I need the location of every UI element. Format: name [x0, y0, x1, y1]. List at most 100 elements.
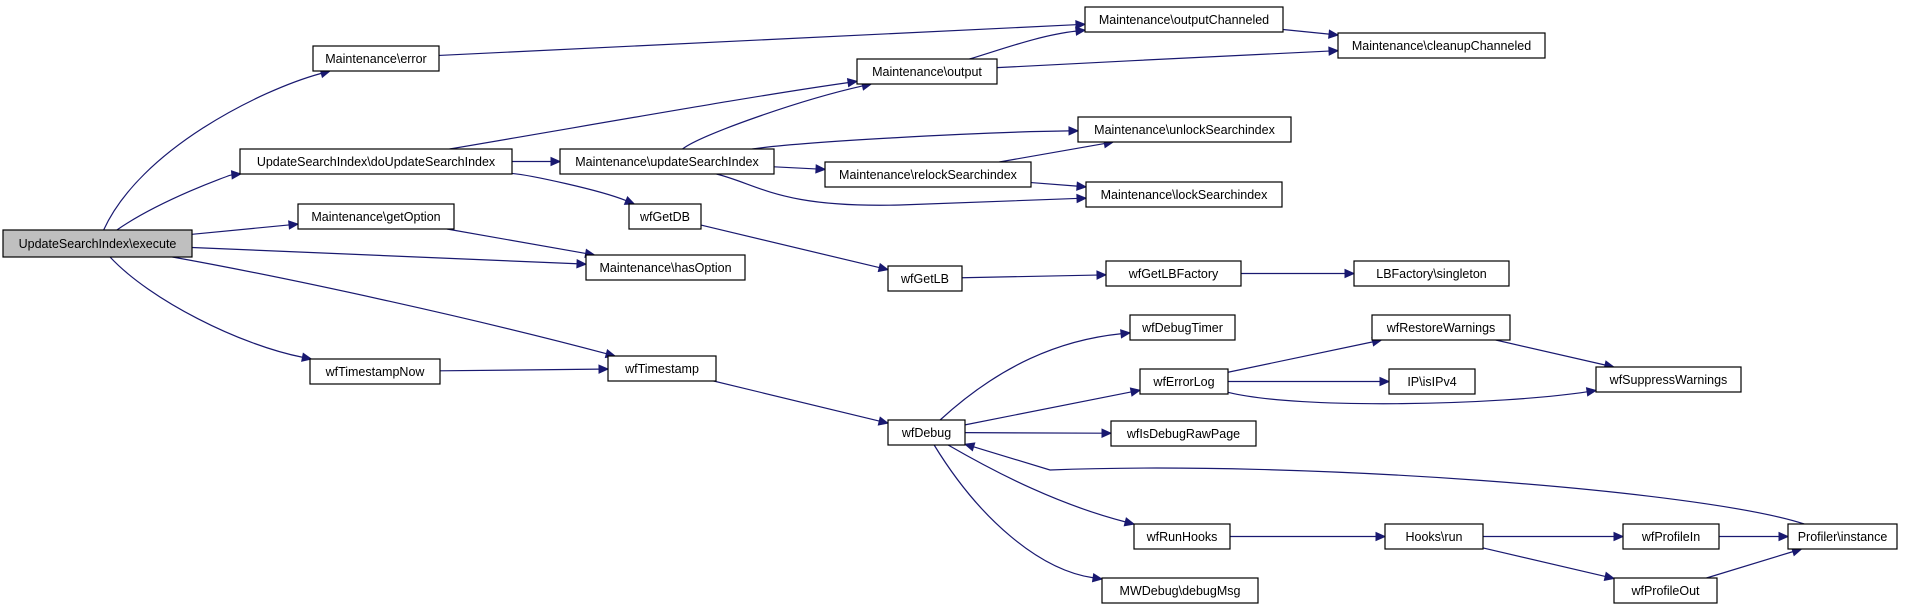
node-isIPv4-label: IP\isIPv4 [1407, 375, 1456, 389]
node-isDebugRaw[interactable]: wfIsDebugRawPage [1110, 420, 1257, 447]
node-hooksRun[interactable]: Hooks\run [1384, 523, 1484, 550]
arrowhead-execute-to-hasOption [576, 258, 588, 269]
node-output-box [856, 58, 998, 85]
edge-output-to-outCh [969, 30, 1077, 60]
arrowhead-doUpdate-to-getDB [623, 195, 636, 205]
edge-updateSI-to-output [682, 85, 863, 150]
node-hasOption-label: Maintenance\hasOption [599, 261, 731, 275]
node-profileOut-box [1613, 577, 1718, 604]
node-hasOption-box [585, 254, 746, 281]
node-execute[interactable]: UpdateSearchIndex\execute [2, 229, 193, 258]
node-getLB[interactable]: wfGetLB [887, 265, 963, 292]
edge-debug-to-errorLog [964, 391, 1132, 426]
arrowhead-hooksRun-to-profileOut [1603, 571, 1616, 581]
node-getLB-box [887, 265, 963, 292]
node-output-label: Maintenance\output [872, 65, 982, 79]
arrowhead-relock-to-lock [1076, 181, 1088, 191]
node-relock-label: Maintenance\relockSearchindex [839, 168, 1018, 182]
node-unlock-label: Maintenance\unlockSearchindex [1094, 123, 1275, 137]
arrowhead-hooksRun-to-profileIn [1613, 531, 1625, 542]
edge-doUpdate-to-output [449, 82, 849, 150]
arrowhead-execute-to-getOption [288, 220, 300, 230]
node-unlock[interactable]: Maintenance\unlockSearchindex [1077, 116, 1292, 143]
edge-debug-to-debugTimer [939, 333, 1122, 421]
node-outCh-label: Maintenance\outputChanneled [1099, 13, 1269, 27]
node-runHooks[interactable]: wfRunHooks [1133, 523, 1231, 550]
node-profileOut-label: wfProfileOut [1630, 584, 1700, 598]
node-getOption[interactable]: Maintenance\getOption [297, 203, 455, 230]
node-tsNow[interactable]: wfTimestampNow [309, 358, 441, 385]
node-debugTimer-box [1129, 314, 1236, 341]
node-getDB[interactable]: wfGetDB [628, 203, 702, 230]
arrowhead-updateSI-to-lock [1076, 193, 1088, 204]
node-isIPv4[interactable]: IP\isIPv4 [1388, 368, 1476, 395]
edge-debug-to-runHooks [947, 444, 1126, 523]
node-relock[interactable]: Maintenance\relockSearchindex [824, 161, 1032, 188]
node-lock-box [1085, 181, 1283, 208]
edge-timestamp-to-debug [713, 380, 880, 422]
arrowhead-outCh-to-cleanup [1328, 29, 1340, 39]
arrowhead-profileIn-to-profiler [1778, 531, 1790, 542]
arrowhead-doUpdate-to-updateSI [550, 156, 562, 167]
node-cleanup-label: Maintenance\cleanupChanneled [1352, 39, 1531, 53]
node-hooksRun-label: Hooks\run [1406, 530, 1463, 544]
node-debug[interactable]: wfDebug [887, 419, 966, 446]
edge-execute-to-error [103, 72, 322, 231]
node-timestamp-box [607, 355, 717, 382]
edge-updateSI-to-unlock [752, 130, 1070, 150]
node-suppressW[interactable]: wfSuppressWarnings [1595, 366, 1742, 393]
node-timestamp[interactable]: wfTimestamp [607, 355, 717, 382]
node-doUpdate-box [239, 148, 513, 175]
node-lock[interactable]: Maintenance\lockSearchindex [1085, 181, 1283, 208]
edge-getLB-to-getLBF [961, 274, 1098, 279]
node-tsNow-label: wfTimestampNow [325, 365, 426, 379]
node-output[interactable]: Maintenance\output [856, 58, 998, 85]
arrowhead-updateSI-to-unlock [1068, 126, 1080, 136]
arrowhead-execute-to-doUpdate [230, 170, 243, 180]
node-mwDebug-label: MWDebug\debugMsg [1120, 584, 1241, 598]
node-lbSingleton[interactable]: LBFactory\singleton [1353, 260, 1510, 287]
edge-output-to-cleanup [996, 50, 1330, 69]
node-getDB-box [628, 203, 702, 230]
node-error[interactable]: Maintenance\error [312, 45, 440, 72]
node-errorLog[interactable]: wfErrorLog [1139, 368, 1229, 395]
edge-profiler-to-debug [973, 446, 1805, 525]
node-isDebugRaw-box [1110, 420, 1257, 447]
node-outCh[interactable]: Maintenance\outputChanneled [1084, 6, 1284, 33]
node-profileOut[interactable]: wfProfileOut [1613, 577, 1718, 604]
edge-execute-to-timestamp [172, 256, 607, 355]
edge-errorLog-to-restoreW [1227, 341, 1373, 373]
node-restoreW-label: wfRestoreWarnings [1386, 321, 1496, 335]
node-profiler[interactable]: Profiler\instance [1787, 523, 1898, 550]
node-hasOption[interactable]: Maintenance\hasOption [585, 254, 746, 281]
node-cleanup[interactable]: Maintenance\cleanupChanneled [1337, 32, 1546, 59]
node-execute-box [2, 229, 193, 258]
node-debugTimer-label: wfDebugTimer [1141, 321, 1223, 335]
edge-execute-to-doUpdate [116, 174, 233, 231]
node-doUpdate[interactable]: UpdateSearchIndex\doUpdateSearchIndex [239, 148, 513, 175]
arrowhead-debug-to-isDebugRaw [1101, 428, 1113, 438]
edge-debug-to-mwDebug [933, 444, 1094, 579]
edge-hooksRun-to-profileOut [1482, 547, 1606, 578]
node-debug-box [887, 419, 966, 446]
node-getLBF[interactable]: wfGetLBFactory [1105, 260, 1242, 287]
node-debugTimer[interactable]: wfDebugTimer [1129, 314, 1236, 341]
arrowhead-updateSI-to-relock [815, 164, 827, 174]
node-profileIn[interactable]: wfProfileIn [1622, 523, 1720, 550]
node-timestamp-label: wfTimestamp [624, 362, 699, 376]
node-relock-box [824, 161, 1032, 188]
node-restoreW-box [1371, 314, 1511, 341]
node-restoreW[interactable]: wfRestoreWarnings [1371, 314, 1511, 341]
node-updateSI[interactable]: Maintenance\updateSearchIndex [559, 148, 775, 175]
arrowhead-error-to-outCh [1075, 19, 1087, 30]
node-lbSingleton-box [1353, 260, 1510, 287]
node-runHooks-label: wfRunHooks [1146, 530, 1218, 544]
edge-errorLog-to-suppressW [1227, 391, 1588, 405]
node-mwDebug[interactable]: MWDebug\debugMsg [1101, 577, 1259, 604]
arrowhead-getLB-to-getLBF [1096, 270, 1108, 280]
node-isDebugRaw-label: wfIsDebugRawPage [1126, 427, 1240, 441]
arrowhead-getLBF-to-lbSingleton [1344, 268, 1356, 279]
edge-debug-to-isDebugRaw [964, 432, 1103, 434]
edge-getDB-to-getLB [700, 224, 880, 269]
